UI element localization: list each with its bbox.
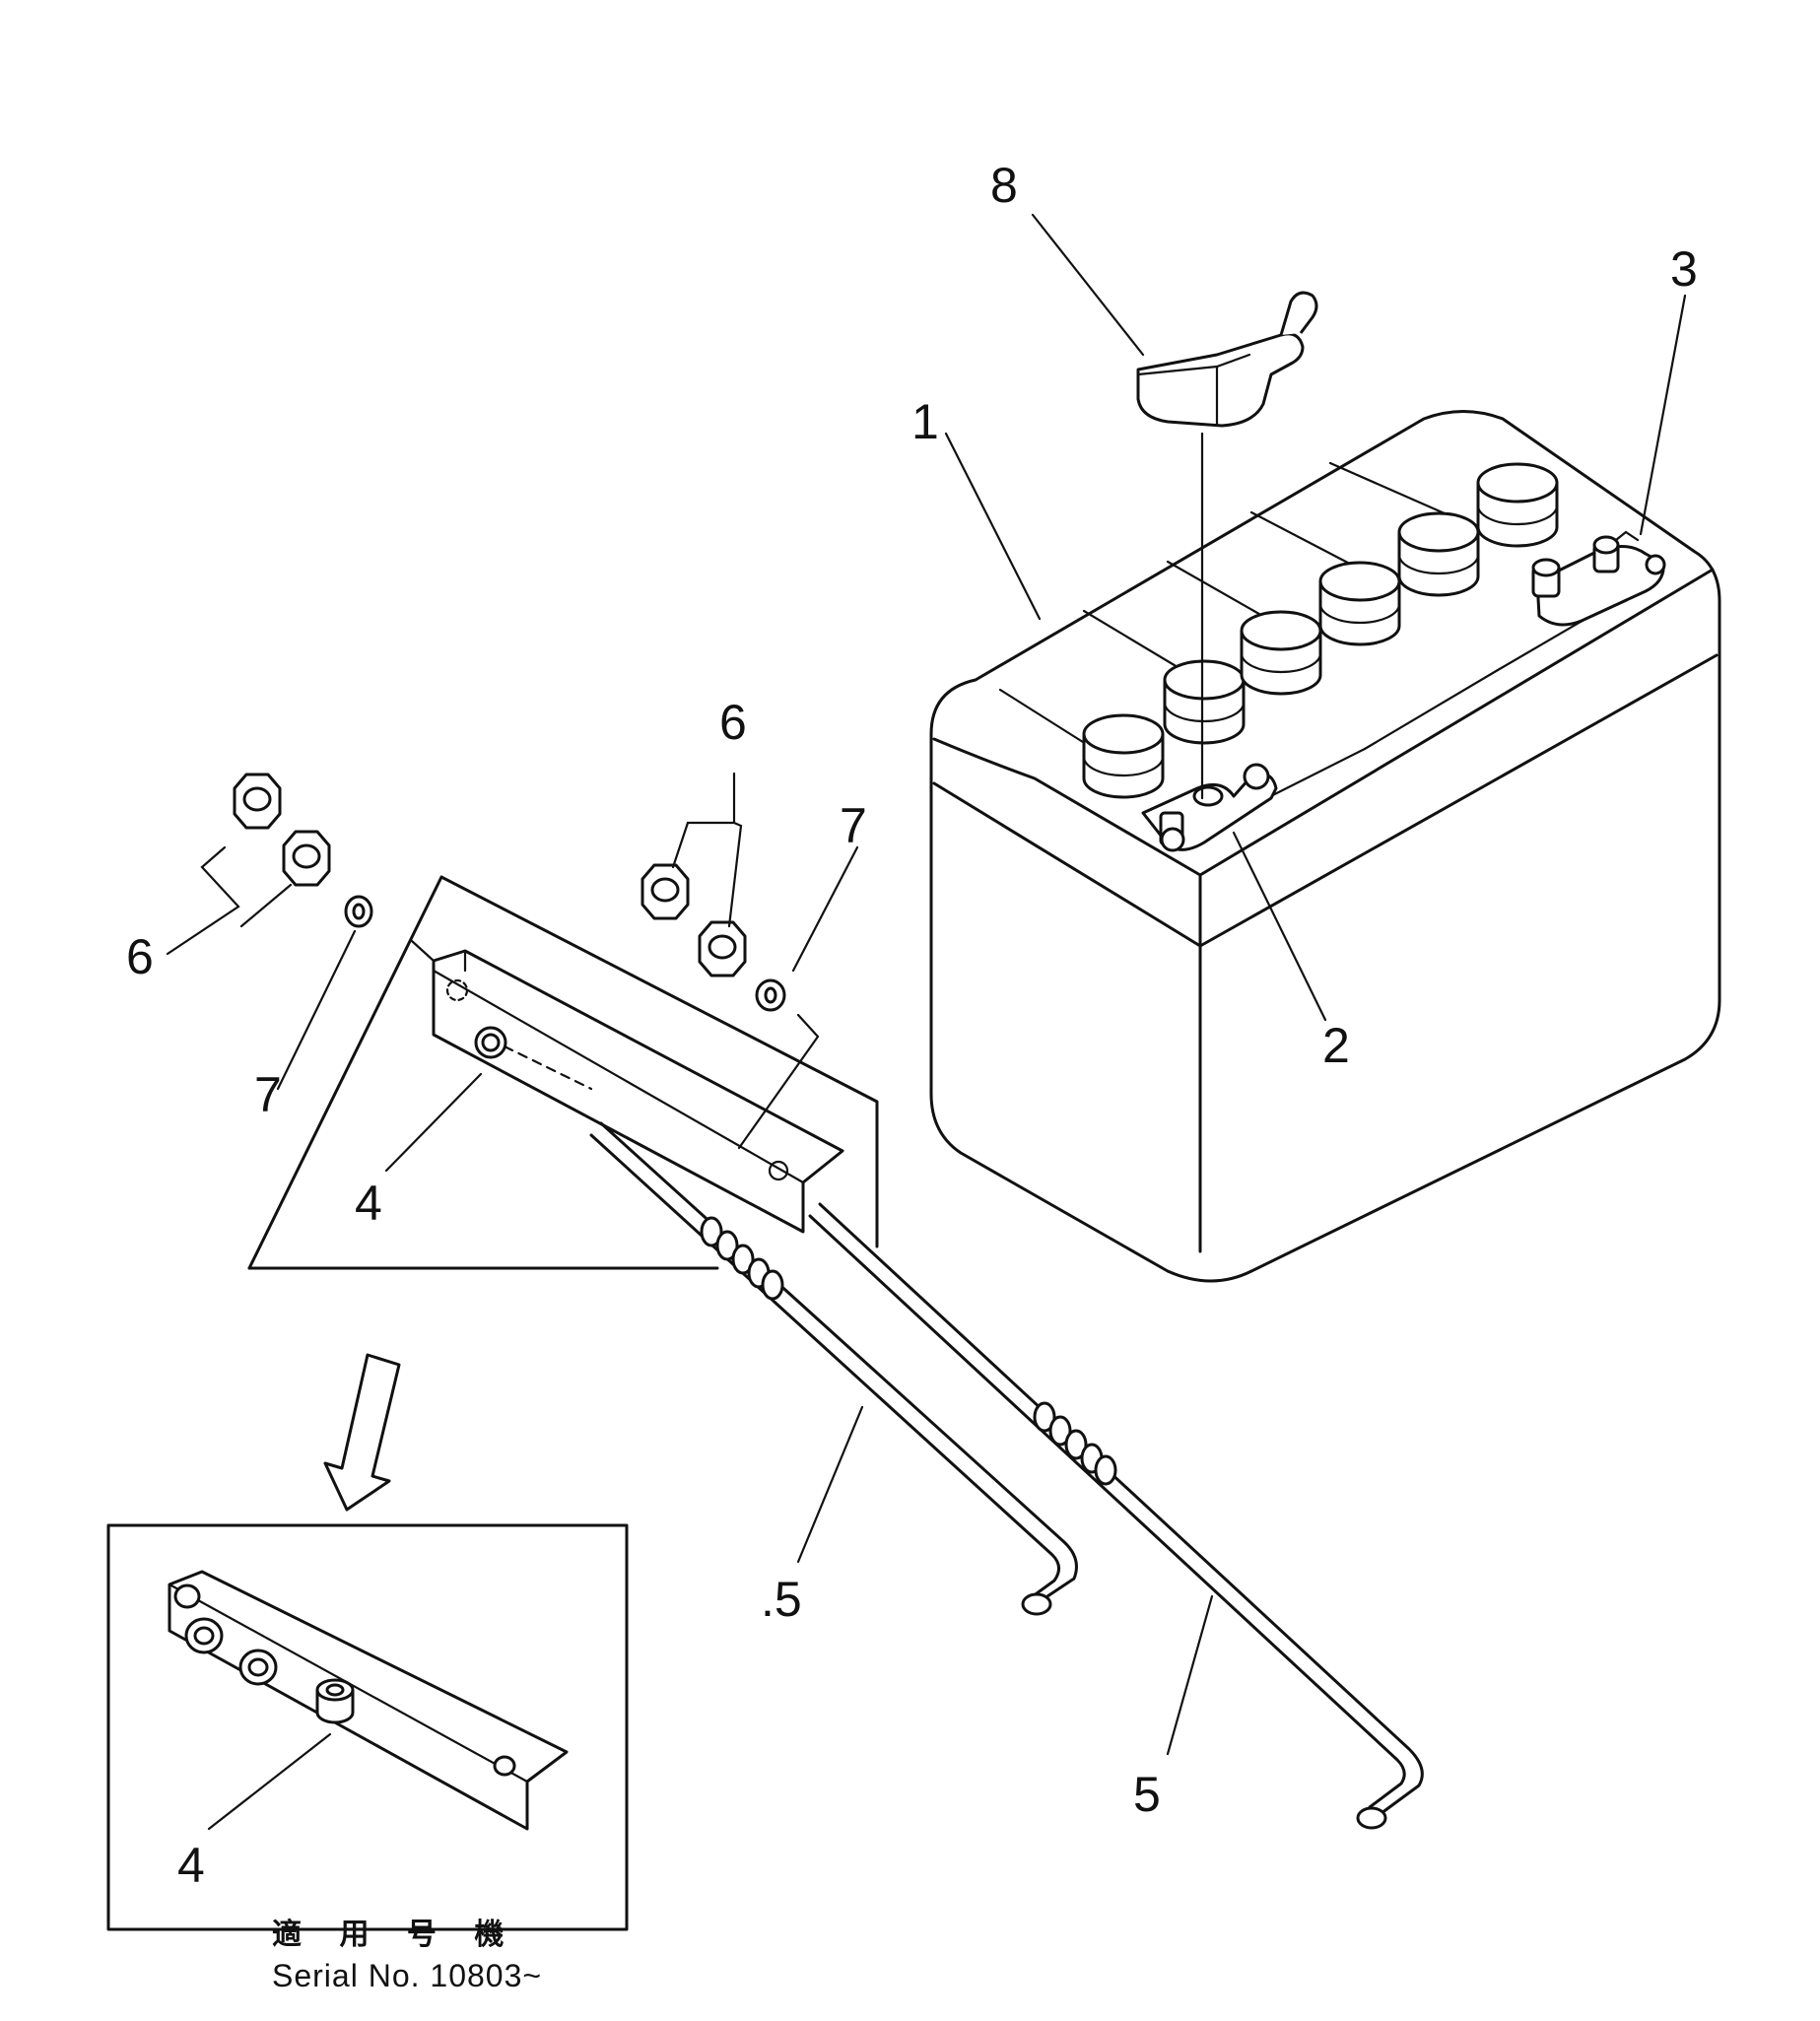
nut-center-1: [640, 863, 690, 920]
terminal-clamp-positive: [1531, 530, 1666, 627]
callout-6-center: 6: [719, 695, 747, 750]
callout-8: 8: [990, 158, 1018, 213]
rod-left: [589, 1121, 1078, 1616]
nuts-center: [640, 863, 747, 977]
inset-collar-2: [238, 1649, 278, 1686]
leader-6-left: [166, 845, 293, 956]
leader-1: [944, 432, 1042, 621]
inset-collar-3: [315, 1678, 355, 1724]
applicable-serial-label: 適 用 号 機: [272, 1918, 518, 1952]
callout-1: 1: [911, 394, 939, 449]
callout-6-left: 6: [126, 929, 154, 984]
leader-6-center: [671, 772, 743, 928]
leader-4-main: [384, 1072, 483, 1173]
cell-cap-4: [1318, 561, 1401, 646]
leader-7-center: [791, 845, 859, 973]
leader-8: [1031, 213, 1145, 357]
leader-5-left: [796, 1405, 864, 1564]
serial-number-text: Serial No. 10803~: [272, 1957, 543, 1993]
cell-cap-5: [1397, 511, 1480, 597]
leader-4-inset: [207, 1732, 332, 1831]
callout-7-center: 7: [840, 798, 867, 853]
leader-7-center-bracket: [737, 1013, 820, 1150]
cell-cap-6: [1476, 462, 1559, 548]
leader-7-left-bracket: [410, 939, 436, 963]
rod-right: [808, 1202, 1424, 1830]
cell-cap-1: [1082, 713, 1165, 799]
leader-3: [1639, 294, 1687, 536]
nuts-left: [233, 773, 331, 887]
inset-frame: [106, 1523, 629, 1931]
callout-2: 2: [1322, 1018, 1350, 1073]
callout-7-left: 7: [254, 1067, 282, 1122]
terminal-clamp-negative: [1141, 763, 1278, 852]
leader-5-right: [1166, 1594, 1214, 1756]
serial-caption: 適 用 号 機 Serial No. 10803~: [272, 1916, 542, 1996]
nut-center-2: [698, 920, 747, 977]
inset-collar-1: [184, 1617, 224, 1654]
callout-5-left: .5: [761, 1572, 802, 1627]
cell-cap-2: [1163, 659, 1246, 745]
rod-right-thread: [1033, 1401, 1117, 1486]
rod-left-thread: [700, 1216, 784, 1301]
leader-7-left: [276, 929, 357, 1091]
callout-5-right: 5: [1133, 1767, 1161, 1822]
nut-left-1: [233, 773, 282, 830]
washer-left: [344, 895, 373, 928]
terminal-cover: [1136, 291, 1318, 428]
callout-4-inset: 4: [177, 1838, 205, 1893]
cell-cap-3: [1240, 610, 1322, 696]
callout-3: 3: [1670, 241, 1698, 297]
washer-center: [755, 978, 786, 1012]
battery: [929, 410, 1721, 1283]
leader-2: [1232, 831, 1327, 1022]
bracket-main: [247, 875, 879, 1270]
nut-left-2: [282, 830, 331, 887]
down-arrow-icon: [323, 1353, 401, 1512]
callout-4-main: 4: [355, 1176, 382, 1231]
leader-lines: [166, 213, 1687, 1831]
